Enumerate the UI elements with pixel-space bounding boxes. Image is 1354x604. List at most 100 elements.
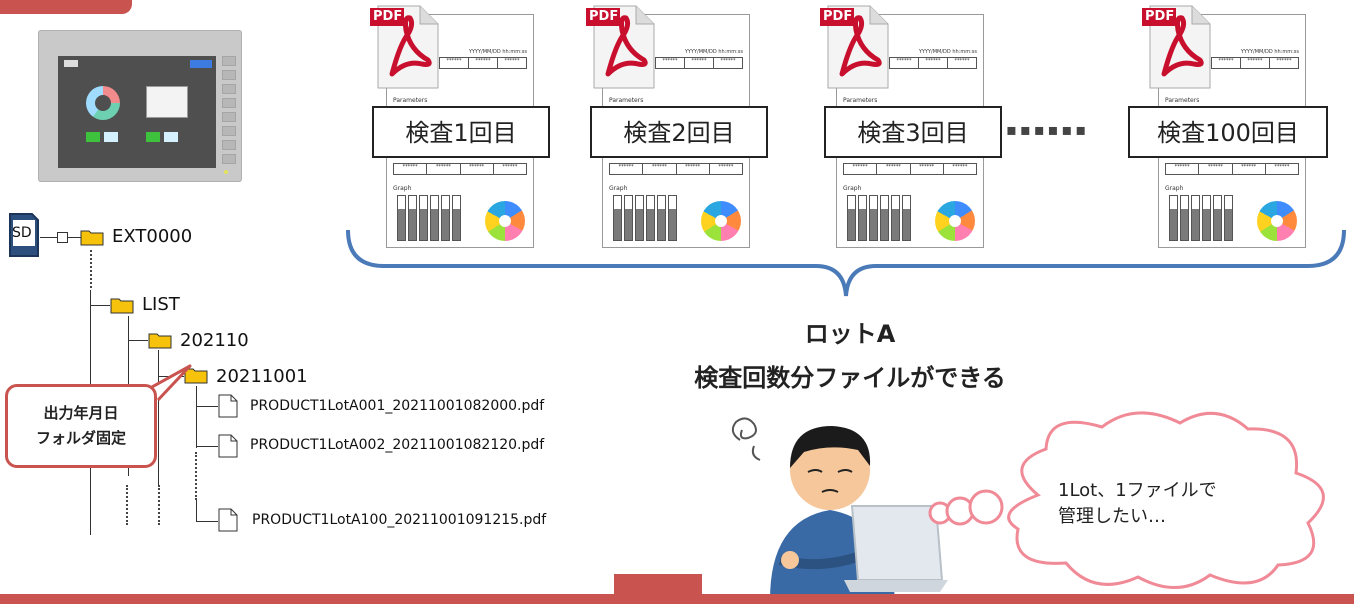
pdf-icon: PDF: [820, 4, 890, 90]
inspection-label: 検査100回目: [1128, 106, 1328, 158]
folder-icon: [80, 230, 104, 246]
report-cell: ******: [1166, 164, 1200, 174]
report-cell: ******: [502, 164, 518, 170]
folder-ext0000-label: EXT0000: [112, 226, 193, 247]
report-header-text: YYYY/MM/DD hh:mm:ss: [468, 49, 527, 55]
donut-gauge-icon: [86, 86, 120, 120]
report-table: ****** ****** ******: [1211, 57, 1299, 69]
report-cell: ******: [844, 164, 878, 174]
folder-202110-label: 202110: [180, 330, 249, 351]
report-graph-label: Graph: [1165, 185, 1184, 192]
folder-icon: [184, 368, 208, 384]
report-table: ****** ****** ****** ******: [609, 163, 743, 175]
report-cell: ******: [685, 58, 714, 68]
expand-box-icon: [57, 232, 68, 243]
bottom-tab: [614, 574, 702, 600]
report-cell: ******: [656, 58, 685, 68]
report-cell: ******: [1274, 164, 1290, 170]
file-label: PRODUCT1LotA002_20211001082120.pdf: [250, 437, 545, 453]
report-cell: ******: [718, 164, 734, 170]
inspection-label: 検査3回目: [824, 106, 1002, 158]
header-tab: [0, 0, 132, 14]
report-cell: ******: [427, 164, 461, 174]
report-graph-label: Graph: [843, 185, 862, 192]
report-table: ****** ****** ****** ******: [843, 163, 977, 175]
report-cell: ******: [440, 58, 469, 68]
report-cell: ******: [394, 164, 428, 174]
folder-icon: [148, 333, 172, 349]
callout-line1: 出力年月日: [43, 404, 119, 422]
report-cell: ******: [643, 164, 677, 174]
inspection-label: 検査2回目: [590, 106, 768, 158]
pdf-icon: PDF: [586, 4, 656, 90]
pdf-icon: PDF: [1142, 4, 1212, 90]
pdf-label: PDF: [823, 9, 853, 24]
caption-lot: ロットA: [804, 320, 896, 348]
report-cell: ******: [461, 164, 494, 174]
thought-line2: 管理したい…: [1058, 506, 1166, 527]
report-cell: ******: [1212, 58, 1241, 68]
thought-text: 1Lot、1ファイルで 管理したい…: [1058, 478, 1258, 530]
report-header-text: YYYY/MM/DD hh:mm:ss: [684, 49, 743, 55]
report-parameters: Parameters: [843, 97, 878, 104]
report-cell: ******: [469, 58, 498, 68]
report-cell: ******: [1276, 58, 1292, 64]
file-label: PRODUCT1LotA001_20211001082000.pdf: [250, 398, 545, 414]
report-cell: ******: [504, 58, 520, 64]
sd-card-icon: SD: [8, 212, 40, 258]
thought-line1: 1Lot、1ファイルで: [1058, 480, 1217, 501]
ellipsis: ▪▪▪▪▪▪: [1006, 120, 1090, 139]
folder-list-label: LIST: [142, 294, 180, 315]
report-cell: ******: [952, 164, 968, 170]
pie-chart-icon: [485, 201, 525, 241]
bar-graph-icon: [1169, 195, 1233, 241]
report-cell: ******: [890, 58, 919, 68]
bar-graph-icon: [847, 195, 911, 241]
report-table: ****** ****** ****** ******: [1165, 163, 1299, 175]
grouping-brace: [346, 229, 1346, 297]
hmi-device-image: [38, 30, 242, 182]
thought-cloud: [928, 411, 1325, 589]
report-cell: ******: [877, 164, 911, 174]
report-cell: ******: [911, 164, 944, 174]
report-table: ****** ****** ****** ******: [393, 163, 527, 175]
report-cell: ******: [1199, 164, 1233, 174]
report-table: ****** ****** ******: [889, 57, 977, 69]
report-cell: ******: [610, 164, 644, 174]
callout-line2: フォルダ固定: [35, 429, 126, 447]
callout-box: 出力年月日 フォルダ固定: [5, 384, 157, 468]
report-cell: ******: [1233, 164, 1266, 174]
report-cell: ******: [919, 58, 948, 68]
inspection-label: 検査1回目: [372, 106, 550, 158]
report-cell: ******: [1241, 58, 1270, 68]
pdf-label: PDF: [373, 9, 403, 24]
file-label: PRODUCT1LotA100_20211001091215.pdf: [252, 512, 547, 528]
report-cell: ******: [720, 58, 736, 64]
bar-graph-icon: [613, 195, 677, 241]
report-parameters: Parameters: [609, 97, 644, 104]
folder-icon: [110, 298, 134, 314]
report-parameters: Parameters: [1165, 97, 1200, 104]
report-table: ****** ****** ******: [439, 57, 527, 69]
pie-chart-icon: [1257, 201, 1297, 241]
caption-files: 検査回数分ファイルができる: [694, 364, 1006, 392]
pdf-label: PDF: [589, 9, 619, 24]
analog-meter-icon: [146, 86, 188, 118]
laptop-icon: [844, 505, 948, 592]
file-icon: [218, 394, 238, 418]
file-icon: [218, 434, 238, 458]
report-graph-label: Graph: [609, 185, 628, 192]
report-header-text: YYYY/MM/DD hh:mm:ss: [1240, 49, 1299, 55]
pdf-label: PDF: [1145, 9, 1175, 24]
report-graph-label: Graph: [393, 185, 412, 192]
hmi-screen: [58, 56, 216, 168]
report-table: ****** ****** ******: [655, 57, 743, 69]
report-cell: ******: [954, 58, 970, 64]
pie-chart-icon: [701, 201, 741, 241]
report-parameters: Parameters: [393, 97, 428, 104]
sd-label: SD: [12, 225, 32, 241]
report-cell: ******: [677, 164, 710, 174]
pdf-icon: PDF: [370, 4, 440, 90]
pie-chart-icon: [935, 201, 975, 241]
report-header-text: YYYY/MM/DD hh:mm:ss: [918, 49, 977, 55]
